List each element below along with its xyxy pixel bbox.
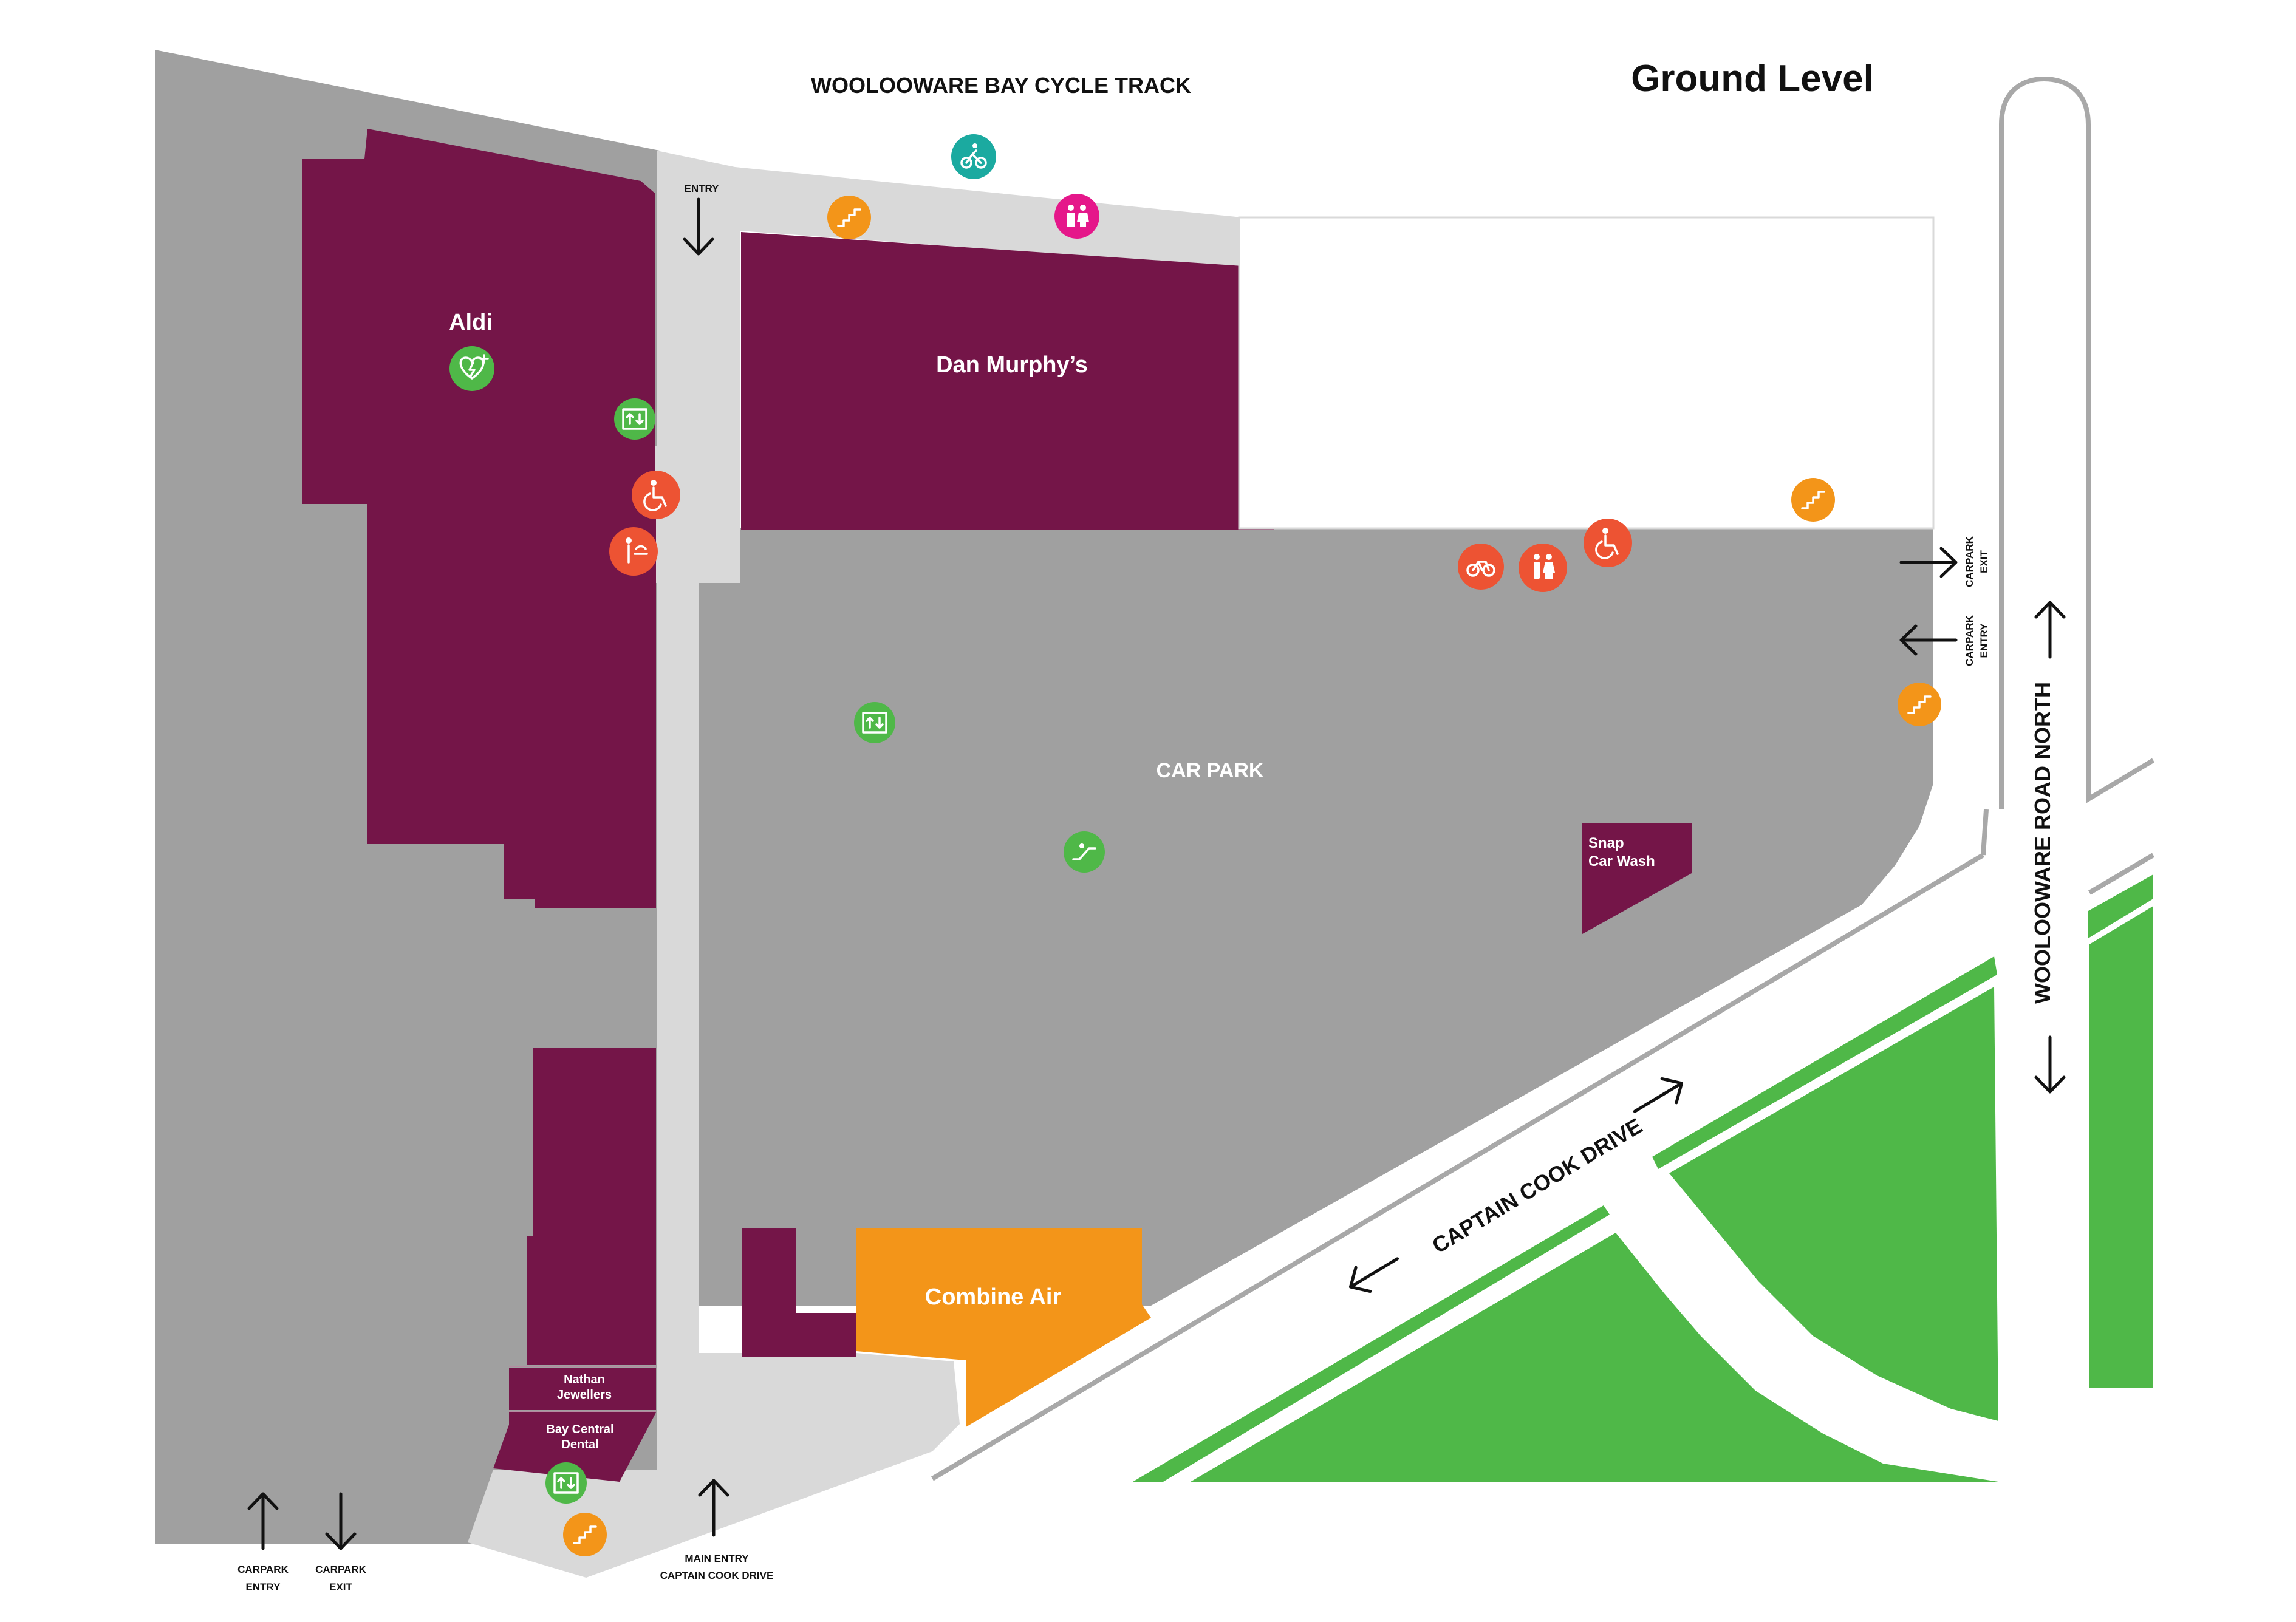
- captain-cook-arrow-sw: [1348, 1257, 1399, 1293]
- lift-icon[interactable]: [545, 1462, 587, 1504]
- store-large-west[interactable]: [367, 504, 656, 908]
- map-title: Ground Level: [1631, 58, 1874, 100]
- right-exit-arrow: [1899, 547, 1958, 578]
- nathan-label-line1: Nathan: [564, 1373, 605, 1386]
- carpark-exit-line1: CARPARK: [315, 1564, 366, 1575]
- escalator-icon[interactable]: [1064, 831, 1105, 873]
- aldi-label: Aldi: [449, 310, 493, 335]
- store-snap-car-wash[interactable]: [1582, 823, 1692, 934]
- parents-room-icon[interactable]: [609, 527, 658, 576]
- woolooware-road-label: WOOLOOWARE ROAD NORTH: [2030, 682, 2055, 1004]
- store-combine-air[interactable]: [856, 1228, 1151, 1427]
- woolooware-arrow-up: [2034, 601, 2066, 659]
- dan-murphys-label: Dan Murphy’s: [936, 352, 1088, 378]
- right-exit-line1: CARPARK: [1964, 536, 1975, 587]
- main-entry-line1: MAIN ENTRY: [685, 1553, 749, 1564]
- lift-icon[interactable]: [854, 702, 895, 743]
- stairs-icon[interactable]: [1898, 683, 1941, 726]
- car-park-label: CAR PARK: [1157, 759, 1264, 782]
- bike-parking-icon[interactable]: [1458, 544, 1504, 590]
- cycle-track-label: WOOLOOWARE BAY CYCLE TRACK: [811, 73, 1191, 98]
- carpark-entry-line2: ENTRY: [246, 1581, 281, 1593]
- woolooware-arrow-down: [2034, 1035, 2066, 1094]
- carpark-entry-line1: CARPARK: [237, 1564, 289, 1575]
- accessible-toilet-icon[interactable]: [1584, 519, 1632, 567]
- snap-label-line1: Snap: [1588, 835, 1624, 851]
- main-entry-line2: CAPTAIN COOK DRIVE: [660, 1570, 774, 1581]
- vacant-building: [1238, 216, 1935, 530]
- store-bay-central-dental[interactable]: [493, 1412, 656, 1482]
- snap-label-line2: Car Wash: [1588, 853, 1655, 870]
- green-areas: [1133, 874, 2153, 1482]
- stairs-icon[interactable]: [563, 1513, 607, 1556]
- arrows: [247, 197, 2066, 1550]
- store-west-lower[interactable]: [527, 1048, 656, 1365]
- lift-icon[interactable]: [614, 398, 655, 440]
- family-icon[interactable]: [1054, 194, 1099, 239]
- defibrillator-icon[interactable]: [449, 346, 494, 391]
- stairs-icon[interactable]: [1791, 478, 1835, 522]
- cycle-track-icon[interactable]: [951, 134, 996, 179]
- road-edges: [931, 76, 2155, 1481]
- entry-label: ENTRY: [685, 183, 720, 194]
- store-aldi[interactable]: [302, 129, 655, 504]
- captain-cook-arrow-ne: [1633, 1077, 1684, 1113]
- toilets-icon[interactable]: [1519, 544, 1567, 592]
- dental-label-line2: Dental: [561, 1438, 598, 1451]
- car-park-area: [699, 495, 1933, 1306]
- stores: [302, 129, 1692, 1482]
- store-dan-murphys[interactable]: [741, 232, 1318, 530]
- store-small-south[interactable]: [742, 1228, 856, 1357]
- right-entry-line1: CARPARK: [1964, 615, 1975, 666]
- carpark-exit-arrow-down: [325, 1492, 357, 1550]
- entry-arrow-down: [683, 197, 714, 256]
- dental-label-line1: Bay Central: [546, 1423, 613, 1436]
- nathan-label-line2: Jewellers: [557, 1388, 612, 1402]
- carpark-entry-arrow-up: [247, 1492, 279, 1550]
- carpark-exit-line2: EXIT: [329, 1581, 352, 1593]
- combine-air-label: Combine Air: [925, 1284, 1062, 1310]
- right-exit-line2: EXIT: [1978, 550, 1990, 573]
- accessible-toilet-icon[interactable]: [632, 471, 680, 519]
- main-entry-arrow-up: [698, 1479, 729, 1537]
- stairs-icon[interactable]: [827, 196, 871, 239]
- store-nathan-jewellers[interactable]: [509, 1368, 656, 1410]
- right-entry-line2: ENTRY: [1978, 623, 1990, 658]
- right-entry-arrow: [1899, 624, 1958, 656]
